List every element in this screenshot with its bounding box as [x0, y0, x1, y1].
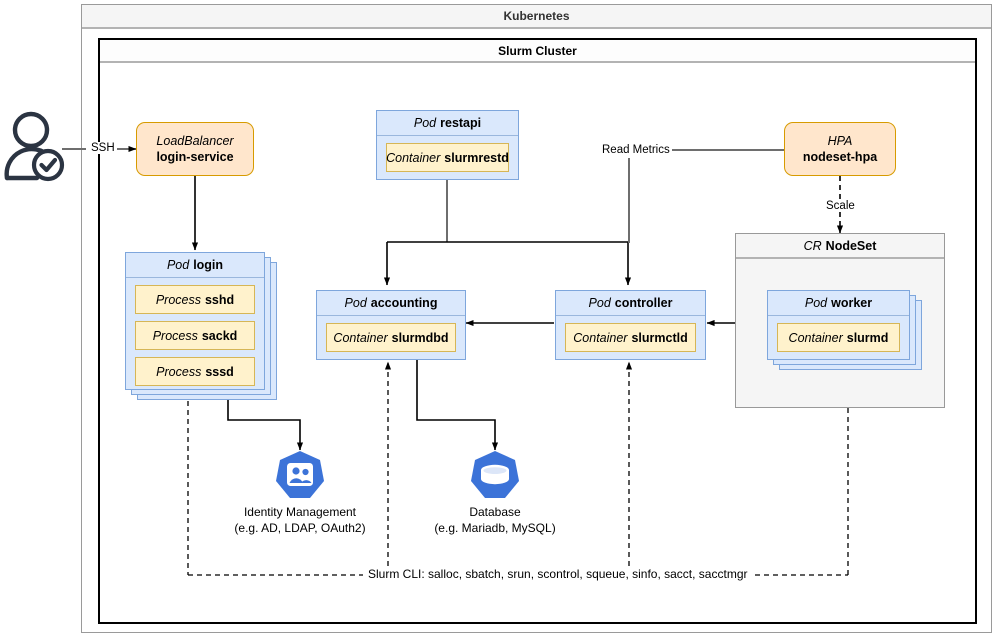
pod-worker-title: Pod worker	[768, 291, 909, 316]
pod-login[interactable]: Pod login Process sshd Process sackd Pro…	[125, 252, 265, 390]
pod-restapi[interactable]: Pod restapi Container slurmrestd	[376, 110, 519, 180]
slurm-cluster-title: Slurm Cluster	[100, 40, 975, 63]
process-sackd[interactable]: Process sackd	[135, 321, 255, 350]
container-slurmctld[interactable]: Container slurmctld	[565, 323, 696, 352]
edge-label-read-metrics: Read Metrics	[600, 144, 672, 156]
loadbalancer-login-service[interactable]: LoadBalancer login-service	[136, 122, 254, 176]
container-slurmrestd[interactable]: Container slurmrestd	[386, 143, 509, 172]
pod-restapi-title: Pod restapi	[377, 111, 518, 136]
identity-management-caption: Identity Management (e.g. AD, LDAP, OAut…	[234, 505, 366, 536]
pod-login-body: Process sshd Process sackd Process sssd	[126, 278, 264, 393]
edge-label-ssh: SSH	[89, 142, 117, 154]
hpa-nodeset-hpa[interactable]: HPA nodeset-hpa	[784, 122, 896, 176]
identity-management-icon	[274, 450, 326, 500]
pod-restapi-body: Container slurmrestd	[377, 136, 518, 179]
container-slurmdbd[interactable]: Container slurmdbd	[326, 323, 456, 352]
pod-login-title: Pod login	[126, 253, 264, 278]
cr-nodeset-title: CR NodeSet	[736, 234, 944, 259]
loadbalancer-kind: LoadBalancer	[156, 134, 234, 148]
process-sshd[interactable]: Process sshd	[135, 285, 255, 314]
kubernetes-title: Kubernetes	[82, 5, 991, 29]
pod-controller-body: Container slurmctld	[556, 316, 705, 359]
pod-worker-body: Container slurmd	[768, 316, 909, 359]
hpa-kind: HPA	[827, 134, 853, 148]
pod-controller-title: Pod controller	[556, 291, 705, 316]
database-icon	[469, 450, 521, 500]
pod-worker[interactable]: Pod worker Container slurmd	[767, 290, 910, 360]
process-sssd[interactable]: Process sssd	[135, 357, 255, 386]
pod-accounting-body: Container slurmdbd	[317, 316, 465, 359]
pod-controller[interactable]: Pod controller Container slurmctld	[555, 290, 706, 360]
pod-accounting-title: Pod accounting	[317, 291, 465, 316]
user-verified-icon	[4, 108, 66, 184]
database-caption: Database (e.g. Mariadb, MySQL)	[434, 505, 556, 536]
pod-accounting[interactable]: Pod accounting Container slurmdbd	[316, 290, 466, 360]
container-slurmd[interactable]: Container slurmd	[777, 323, 900, 352]
slurm-cli-label: Slurm CLI: salloc, sbatch, srun, scontro…	[363, 567, 753, 581]
hpa-name: nodeset-hpa	[802, 150, 878, 164]
edge-label-scale: Scale	[824, 200, 857, 212]
loadbalancer-name: login-service	[156, 150, 234, 164]
